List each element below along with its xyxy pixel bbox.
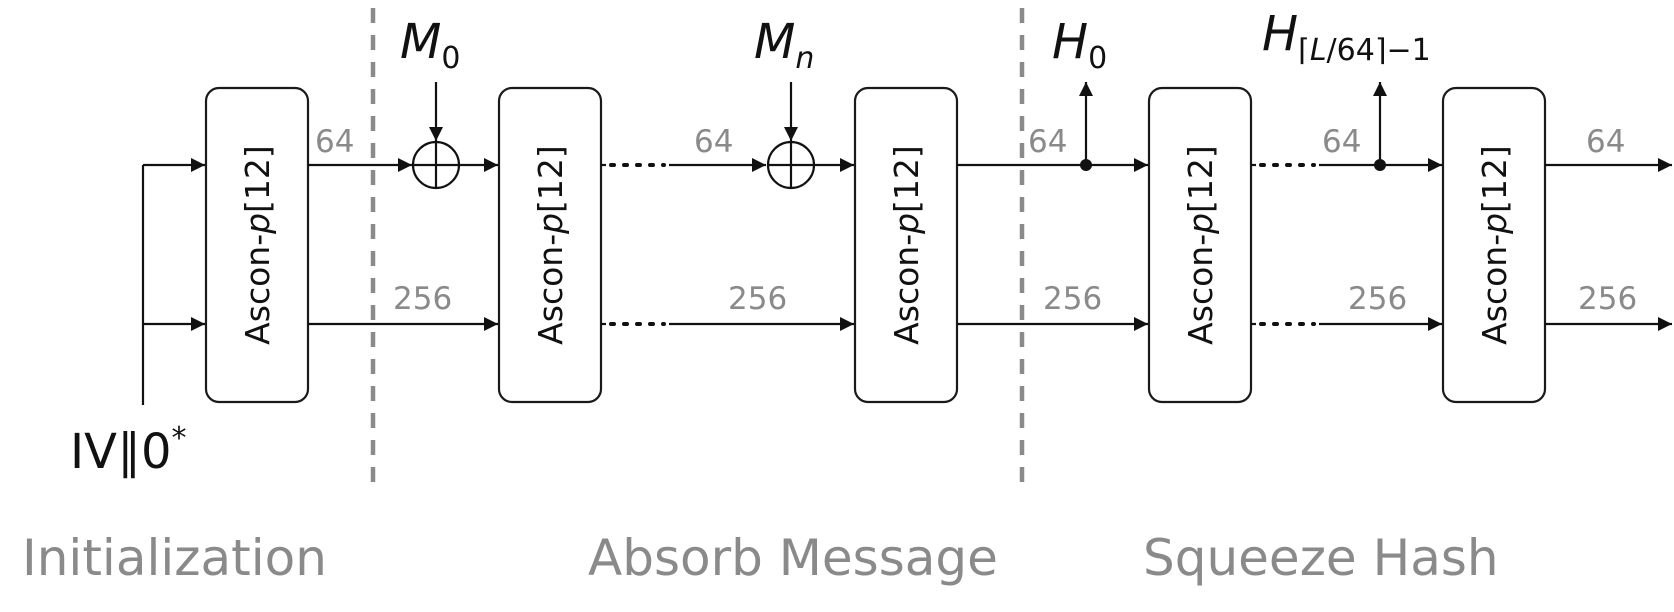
capacity-width-label-5: 256 [1578,281,1637,317]
mn-label: Mn [754,14,814,76]
phase-label-initialization: Initialization [22,529,327,587]
permutation-box-5: Ascon-p[12] [1441,86,1547,404]
permutation-box-3: Ascon-p[12] [853,86,959,404]
phase-label-absorb: Absorb Message [588,529,998,587]
m0-label: M0 [400,14,461,76]
capacity-width-label-1: 256 [393,281,452,317]
xor-m0 [411,140,461,190]
rate-width-label-5: 64 [1586,124,1625,160]
permutation-label-2: Ascon-p[12] [531,145,570,345]
rate-width-label-2: 64 [694,124,733,160]
permutation-label-1: Ascon-p[12] [238,145,277,345]
capacity-width-label-3: 256 [1043,281,1102,317]
xor-mn [766,140,816,190]
hlast-label: H⌈L/64⌉−1 [1262,6,1431,68]
permutation-label-3: Ascon-p[12] [887,145,926,345]
iv-label: IV∥0* [70,421,187,480]
rate-width-label-1: 64 [315,124,354,160]
capacity-width-label-2: 256 [728,281,787,317]
rate-width-label-3: 64 [1028,124,1067,160]
permutation-label-4: Ascon-p[12] [1181,145,1220,345]
permutation-box-1: Ascon-p[12] [204,86,310,404]
phase-label-squeeze: Squeeze Hash [1143,529,1499,587]
h0-label: H0 [1052,14,1107,76]
capacity-width-label-4: 256 [1348,281,1407,317]
permutation-box-4: Ascon-p[12] [1147,86,1253,404]
rate-width-label-4: 64 [1322,124,1361,160]
permutation-label-5: Ascon-p[12] [1475,145,1514,345]
permutation-box-2: Ascon-p[12] [497,86,603,404]
